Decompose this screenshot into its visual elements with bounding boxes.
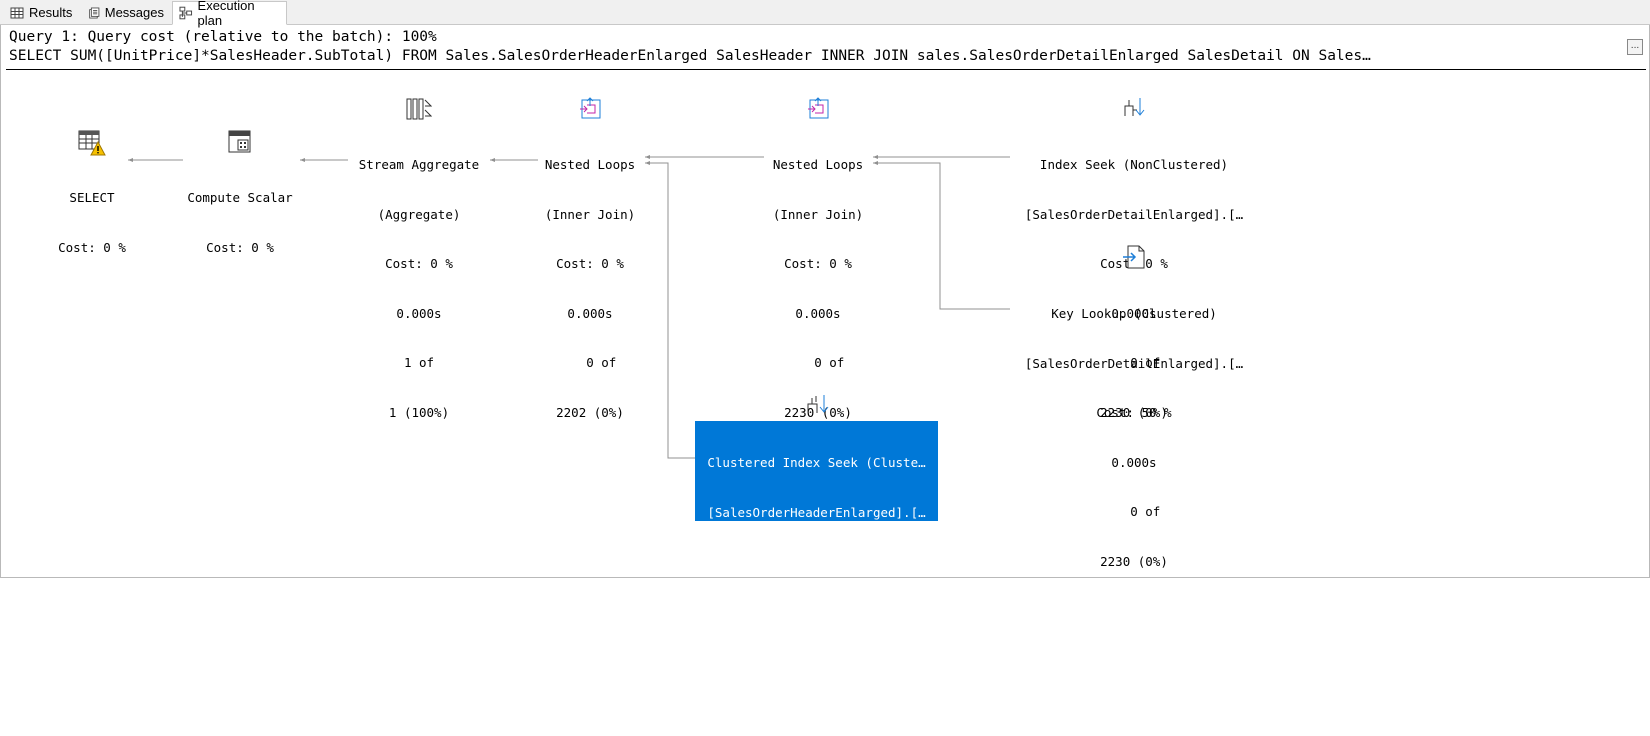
node-time: 0.000s: [795, 305, 841, 321]
query-divider: [6, 69, 1646, 70]
node-time: 0.000s: [396, 305, 442, 321]
plan-node-nested-loops-1[interactable]: Nested Loops (Inner Join) Cost: 0 % 0.00…: [520, 124, 660, 438]
plan-node-index-seek[interactable]: Index Seek (NonClustered) [SalesOrderDet…: [1010, 124, 1258, 438]
plan-connectors: [128, 155, 1010, 459]
node-time: 0.000s: [1111, 305, 1157, 321]
node-title: Key Lookup (Clustered): [1051, 306, 1217, 321]
node-title: SELECT: [69, 190, 115, 205]
tab-execution-plan[interactable]: Execution plan: [172, 0, 287, 28]
plan-node-key-lookup[interactable]: Key Lookup (Clustered) [SalesOrderDetail…: [1010, 273, 1258, 587]
node-subtitle: (Inner Join): [772, 206, 864, 222]
query-cost-header: Query 1: Query cost (relative to the bat…: [9, 29, 437, 45]
grid-icon: [10, 7, 24, 18]
node-object: [SalesOrderDetailEnlarged].[…: [1024, 355, 1244, 371]
node-title: Nested Loops: [544, 157, 636, 172]
link-keylookup-to-loops2: [873, 162, 1010, 310]
expand-query-button[interactable]: ...: [1627, 39, 1643, 55]
plan-node-nested-loops-2[interactable]: Nested Loops (Inner Join) Cost: 0 % 0.00…: [748, 124, 888, 438]
node-rows-actual: 0 of: [1107, 504, 1161, 519]
node-cost: Cost: 0 %: [556, 256, 624, 271]
node-cost: Cost: 49 %: [778, 554, 855, 569]
tab-execution-plan-label: Execution plan: [197, 0, 255, 28]
node-object: [SalesOrderHeaderEnlarged].[…: [707, 504, 926, 520]
execution-plan-icon: [179, 6, 193, 20]
clustered-index-seek-icon[interactable]: [806, 393, 832, 417]
stream-aggregate-icon[interactable]: [406, 97, 432, 121]
nested-loops-icon[interactable]: [806, 97, 830, 121]
node-rows-estimate: 2230 (0%): [784, 404, 852, 420]
node-time: 0.000s: [567, 305, 613, 321]
node-rows-estimate: 1 (100%): [388, 404, 450, 420]
plan-node-stream-aggregate[interactable]: Stream Aggregate (Aggregate) Cost: 0 % 0…: [340, 124, 498, 438]
node-rows-actual: 0 of: [791, 355, 845, 370]
tab-results[interactable]: Results: [4, 2, 80, 23]
node-title: Clustered Index Seek (Cluste…: [707, 455, 926, 470]
select-warning-icon[interactable]: [78, 130, 106, 156]
index-seek-icon[interactable]: [1122, 96, 1146, 120]
node-rows-actual: 0 of: [790, 653, 843, 668]
node-title: Stream Aggregate: [358, 157, 480, 172]
node-cost: Cost: 0 %: [784, 256, 852, 271]
compute-scalar-icon[interactable]: [228, 130, 252, 154]
tab-results-label: Results: [29, 5, 73, 20]
node-title: Nested Loops: [772, 157, 864, 172]
plan-node-clustered-index-seek[interactable]: Clustered Index Seek (Cluste… [SalesOrde…: [695, 421, 938, 718]
node-rows-estimate: 2230 (0%): [1100, 404, 1168, 420]
node-rows-actual: 0 of: [563, 355, 617, 370]
node-cost: Cost: 0 %: [206, 239, 274, 255]
tab-messages-label: Messages: [104, 5, 164, 20]
node-rows-actual: 0 of: [1107, 355, 1161, 370]
node-cost: Cost: 0 %: [58, 239, 126, 255]
node-rows-estimate: 2230 (0%): [782, 702, 851, 718]
node-subtitle: (Aggregate): [377, 206, 461, 222]
node-rows-estimate: 2230 (0%): [1100, 553, 1168, 569]
plan-node-compute-scalar[interactable]: Compute Scalar Cost: 0 %: [180, 157, 300, 273]
node-subtitle: (Inner Join): [544, 206, 636, 222]
result-tab-strip: Results Messages Execution plan: [0, 0, 1650, 28]
node-cost: Cost: 50 %: [1096, 405, 1172, 420]
tab-messages[interactable]: Messages: [82, 2, 170, 23]
node-rows-actual: 1 of: [403, 355, 435, 370]
key-lookup-icon[interactable]: [1122, 245, 1146, 269]
link-clusteredseek-to-loops1: [645, 162, 695, 459]
node-title: Index Seek (NonClustered): [1039, 157, 1229, 172]
node-object: [SalesOrderDetailEnlarged].[…: [1024, 206, 1244, 222]
link-arrowheads: [128, 155, 878, 165]
plan-node-select[interactable]: SELECT Cost: 0 %: [52, 157, 132, 273]
node-time: 0.000s: [1111, 454, 1157, 470]
node-rows-estimate: 2202 (0%): [556, 404, 624, 420]
nested-loops-icon[interactable]: [578, 97, 602, 121]
messages-icon: [89, 7, 100, 18]
node-cost: Cost: 0 %: [385, 256, 453, 271]
node-time: 0.000s: [793, 603, 840, 619]
node-title: Compute Scalar: [187, 190, 293, 205]
